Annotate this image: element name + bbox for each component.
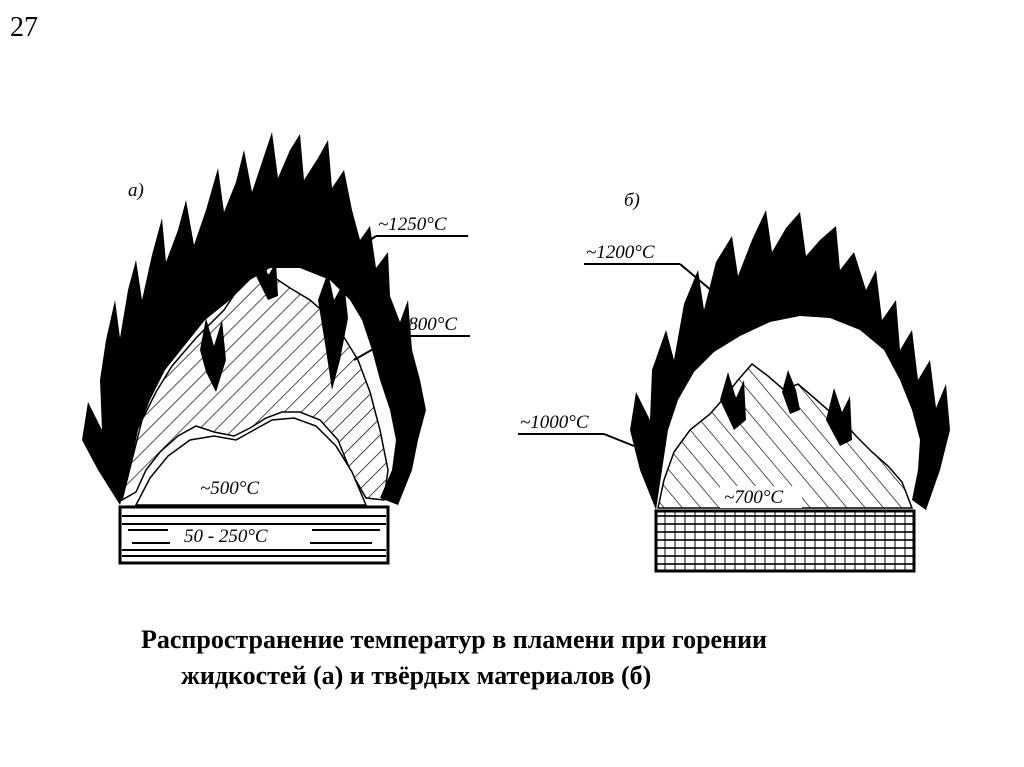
label-a-1250: ~1250°С — [378, 214, 447, 235]
flame-a-inner — [200, 250, 348, 392]
leader-b-1000 — [603, 433, 635, 447]
panel-a-letter: а) — [128, 180, 144, 201]
solid-block-b — [654, 509, 916, 573]
zone-a-800 — [120, 269, 389, 502]
panel-b-letter: б) — [624, 190, 640, 211]
label-b-700-bg — [720, 486, 802, 508]
label-b-700: ~700°С — [724, 487, 783, 508]
flame-a-outer — [82, 132, 426, 505]
label-b-1000: ~1000°С — [520, 412, 589, 433]
leader-a-1250 — [349, 235, 377, 255]
label-a-800: ~800°С — [398, 314, 457, 335]
panel-a: а) ~1250°С ~800°С ~500°С 50 - 250°С — [82, 132, 470, 565]
caption-line-1: Распространение температур в пламени при… — [141, 625, 768, 654]
flame-b-outer — [630, 210, 950, 510]
page-number: 27 — [10, 12, 38, 43]
figure-caption: Распространение температур в пламени при… — [0, 622, 1024, 694]
label-a-500: ~500°С — [200, 478, 259, 499]
caption-line-2: жидкостей (а) и твёрдых материалов (б) — [181, 661, 652, 690]
zone-a-500 — [134, 417, 368, 506]
leader-b-1200 — [679, 263, 719, 297]
panel-b: б) ~1200°С ~1000°С ~700°С — [518, 190, 950, 573]
label-a-liquid: 50 - 250°С — [184, 526, 268, 547]
liquid-lines-a — [122, 515, 386, 557]
label-b-1200: ~1200°С — [586, 242, 655, 263]
leader-a-800 — [353, 335, 397, 361]
flame-b-inner — [720, 370, 852, 446]
